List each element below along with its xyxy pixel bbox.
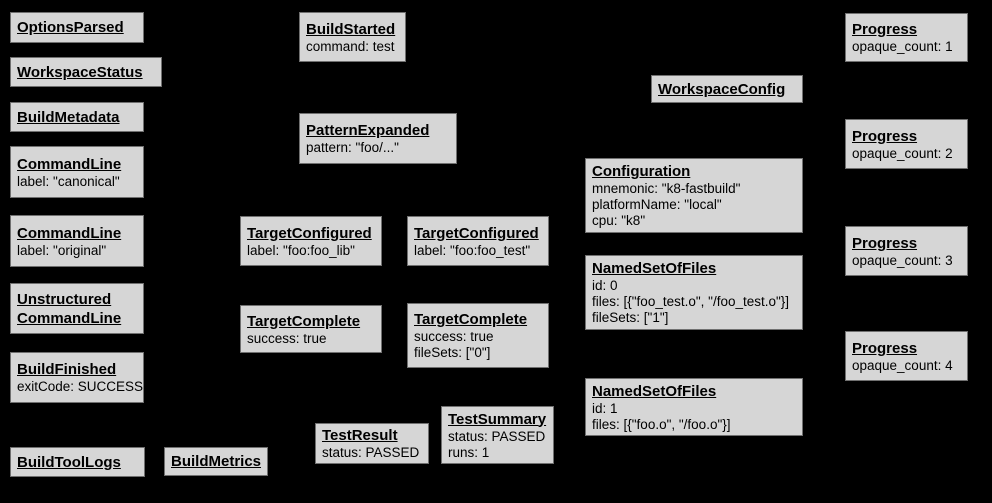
node-title: NamedSetOfFiles	[592, 260, 717, 277]
node-build-metadata: BuildMetadata	[10, 102, 144, 132]
node-title: TargetComplete	[414, 311, 528, 328]
node-title: BuildToolLogs	[17, 453, 121, 471]
node-title: WorkspaceConfig	[658, 80, 786, 98]
node-title: CommandLine	[17, 309, 122, 327]
node-field: label: "canonical"	[17, 173, 120, 189]
node-title: PatternExpanded	[306, 122, 430, 139]
node-field: mnemonic: "k8-fastbuild"	[592, 181, 741, 196]
node-build-tool-logs: BuildToolLogs	[10, 447, 145, 477]
node-build-metrics: BuildMetrics	[164, 447, 268, 476]
node-field: label: "foo:foo_lib"	[247, 242, 355, 258]
node-field: label: "foo:foo_test"	[414, 242, 531, 258]
node-title: TargetConfigured	[414, 224, 539, 242]
node-title: Progress	[852, 21, 918, 38]
node-field: id: 1	[592, 400, 618, 416]
node-title: BuildMetadata	[17, 108, 120, 126]
node-field: platformName: "local"	[592, 197, 722, 212]
node-title: Progress	[852, 127, 918, 145]
node-field: status: PASSED	[448, 428, 546, 444]
node-field: fileSets: ["0"]	[414, 345, 491, 360]
node-workspace-config: WorkspaceConfig	[651, 75, 803, 103]
node-field: status: PASSED	[322, 445, 420, 460]
node-field: files: [{"foo_test.o", "/foo_test.o"}]	[592, 294, 790, 309]
node-title: Unstructured	[17, 290, 112, 308]
node-field: cpu: "k8"	[592, 213, 646, 228]
node-title: BuildStarted	[306, 20, 396, 38]
node-field: opaque_count: 3	[852, 252, 953, 268]
node-field: opaque_count: 1	[852, 39, 953, 54]
node-title: Configuration	[592, 163, 691, 180]
node-title: TargetComplete	[247, 312, 361, 330]
node-field: success: true	[414, 329, 494, 344]
node-title: NamedSetOfFiles	[592, 382, 717, 400]
node-title: OptionsParsed	[17, 19, 124, 36]
node-title: BuildMetrics	[171, 453, 262, 470]
node-title: Progress	[852, 234, 918, 252]
node-options-parsed: OptionsParsed	[10, 12, 144, 43]
node-title: TestResult	[322, 427, 398, 444]
node-field: opaque_count: 2	[852, 145, 953, 161]
node-field: files: [{"foo.o", "/foo.o"}]	[592, 416, 731, 432]
node-field: id: 0	[592, 278, 618, 293]
node-field: opaque_count: 4	[852, 357, 953, 373]
node-title: CommandLine	[17, 224, 122, 242]
node-field: runs: 1	[448, 444, 490, 460]
node-field: command: test	[306, 38, 395, 54]
node-field: pattern: "foo/..."	[306, 140, 399, 155]
node-field: label: "original"	[17, 242, 107, 258]
node-title: Progress	[852, 339, 918, 357]
node-title: BuildFinished	[17, 361, 117, 378]
node-title: TargetConfigured	[247, 224, 372, 242]
node-field: success: true	[247, 330, 327, 346]
node-field: fileSets: ["1"]	[592, 310, 669, 325]
node-title: TestSummary	[448, 410, 547, 428]
node-field: exitCode: SUCCESS	[17, 379, 144, 394]
node-title: CommandLine	[17, 155, 122, 173]
node-workspace-status: WorkspaceStatus	[10, 57, 162, 87]
node-title: WorkspaceStatus	[17, 63, 143, 81]
